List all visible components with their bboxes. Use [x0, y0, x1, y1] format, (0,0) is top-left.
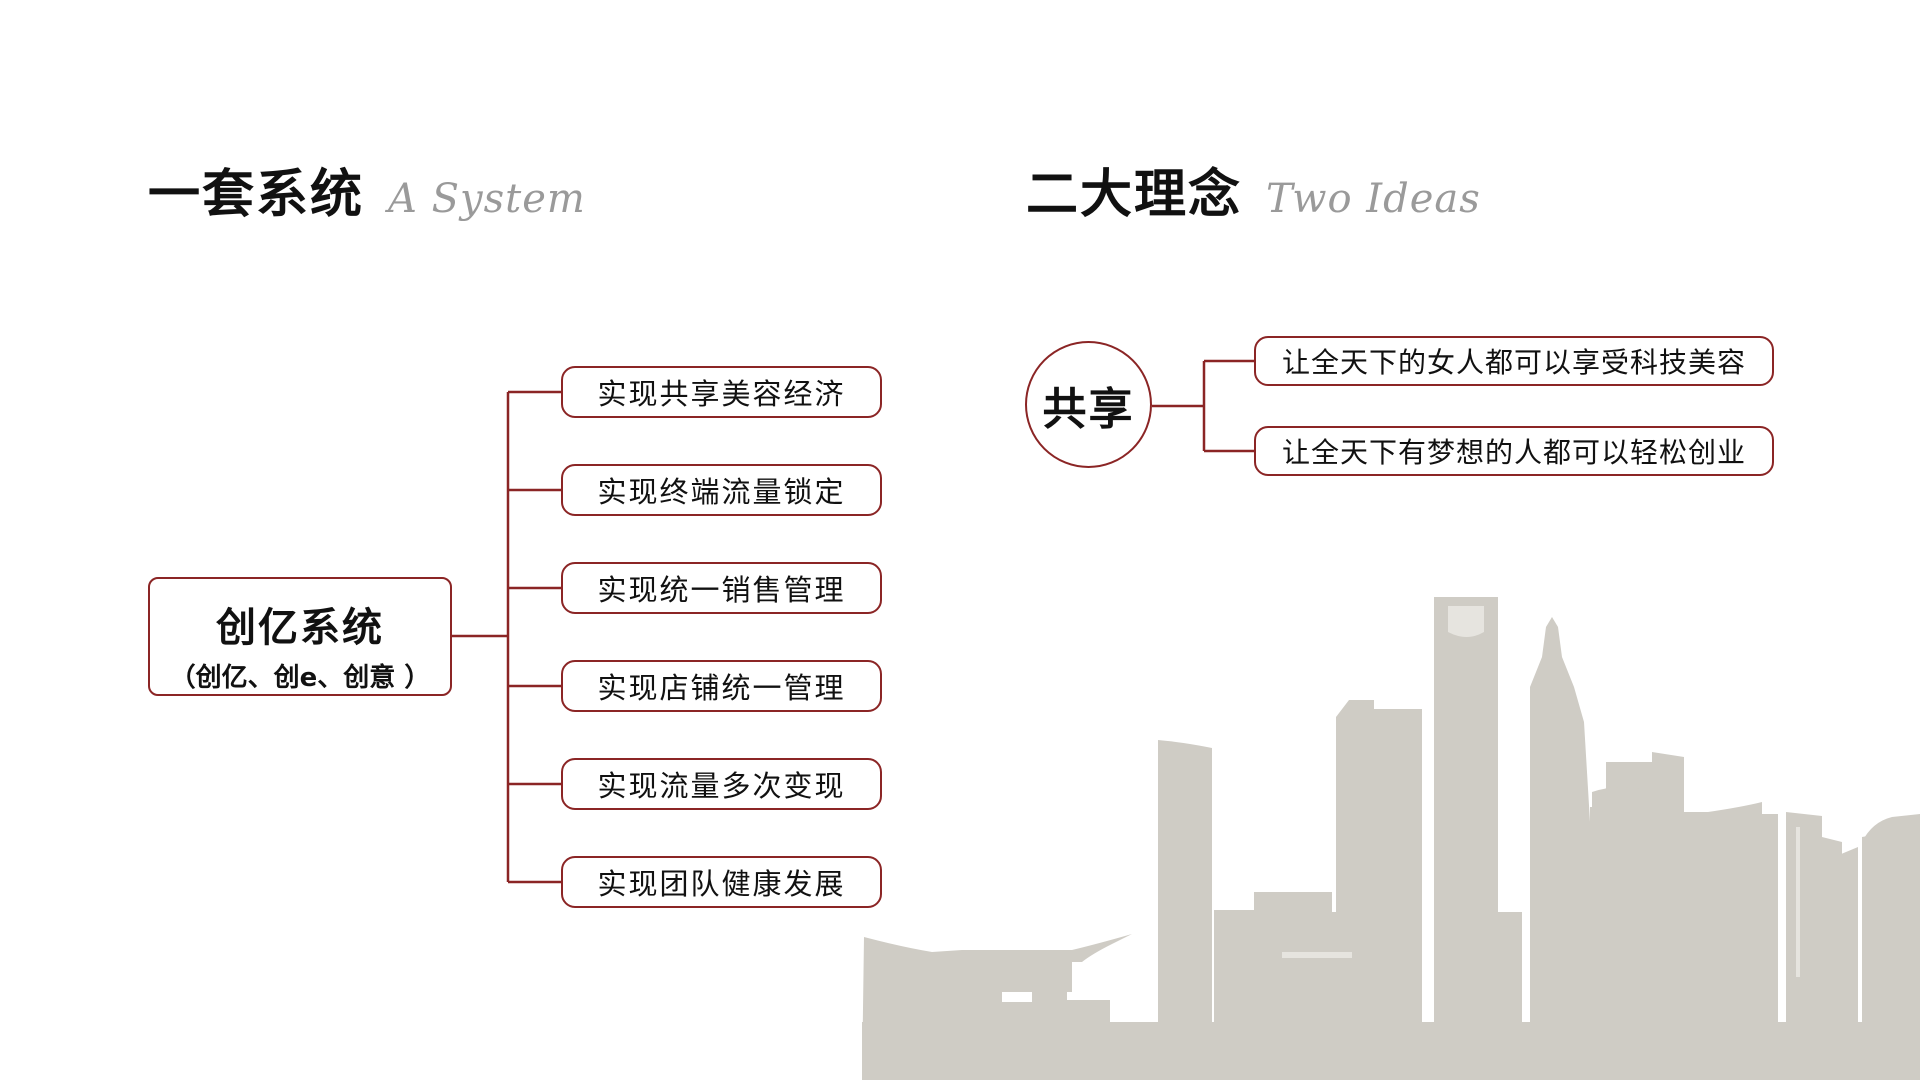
title-zh: 二大理念 — [1026, 165, 1243, 225]
branch-item-3: 实现统一销售管理 — [561, 562, 882, 614]
branch-item-1: 实现共享美容经济 — [561, 366, 882, 418]
branch-item-4: 实现店铺统一管理 — [561, 660, 882, 712]
title-zh: 一套系统 — [148, 165, 365, 225]
branch-item-5: 实现流量多次变现 — [561, 758, 882, 810]
section-title-ideas: 二大理念 Two Ideas — [1026, 152, 1481, 227]
root-node-subtitle: （创亿、创e、创意 ） — [169, 663, 431, 693]
root-node-chuangyi-system: 创亿系统 （创亿、创e、创意 ） — [148, 577, 452, 696]
branch-item-6: 实现团队健康发展 — [561, 856, 882, 908]
city-skyline-illustration — [862, 597, 1920, 1080]
idea-item-1: 让全天下的女人都可以享受科技美容 — [1254, 336, 1774, 386]
title-en: Two Ideas — [1266, 176, 1481, 222]
idea-item-2: 让全天下有梦想的人都可以轻松创业 — [1254, 426, 1774, 476]
section-title-system: 一套系统 A System — [148, 152, 586, 227]
root-node-sharing: 共享 — [1025, 341, 1152, 468]
title-en: A System — [388, 176, 586, 222]
branch-item-2: 实现终端流量锁定 — [561, 464, 882, 516]
root-node-title: 创亿系统 — [216, 605, 384, 651]
